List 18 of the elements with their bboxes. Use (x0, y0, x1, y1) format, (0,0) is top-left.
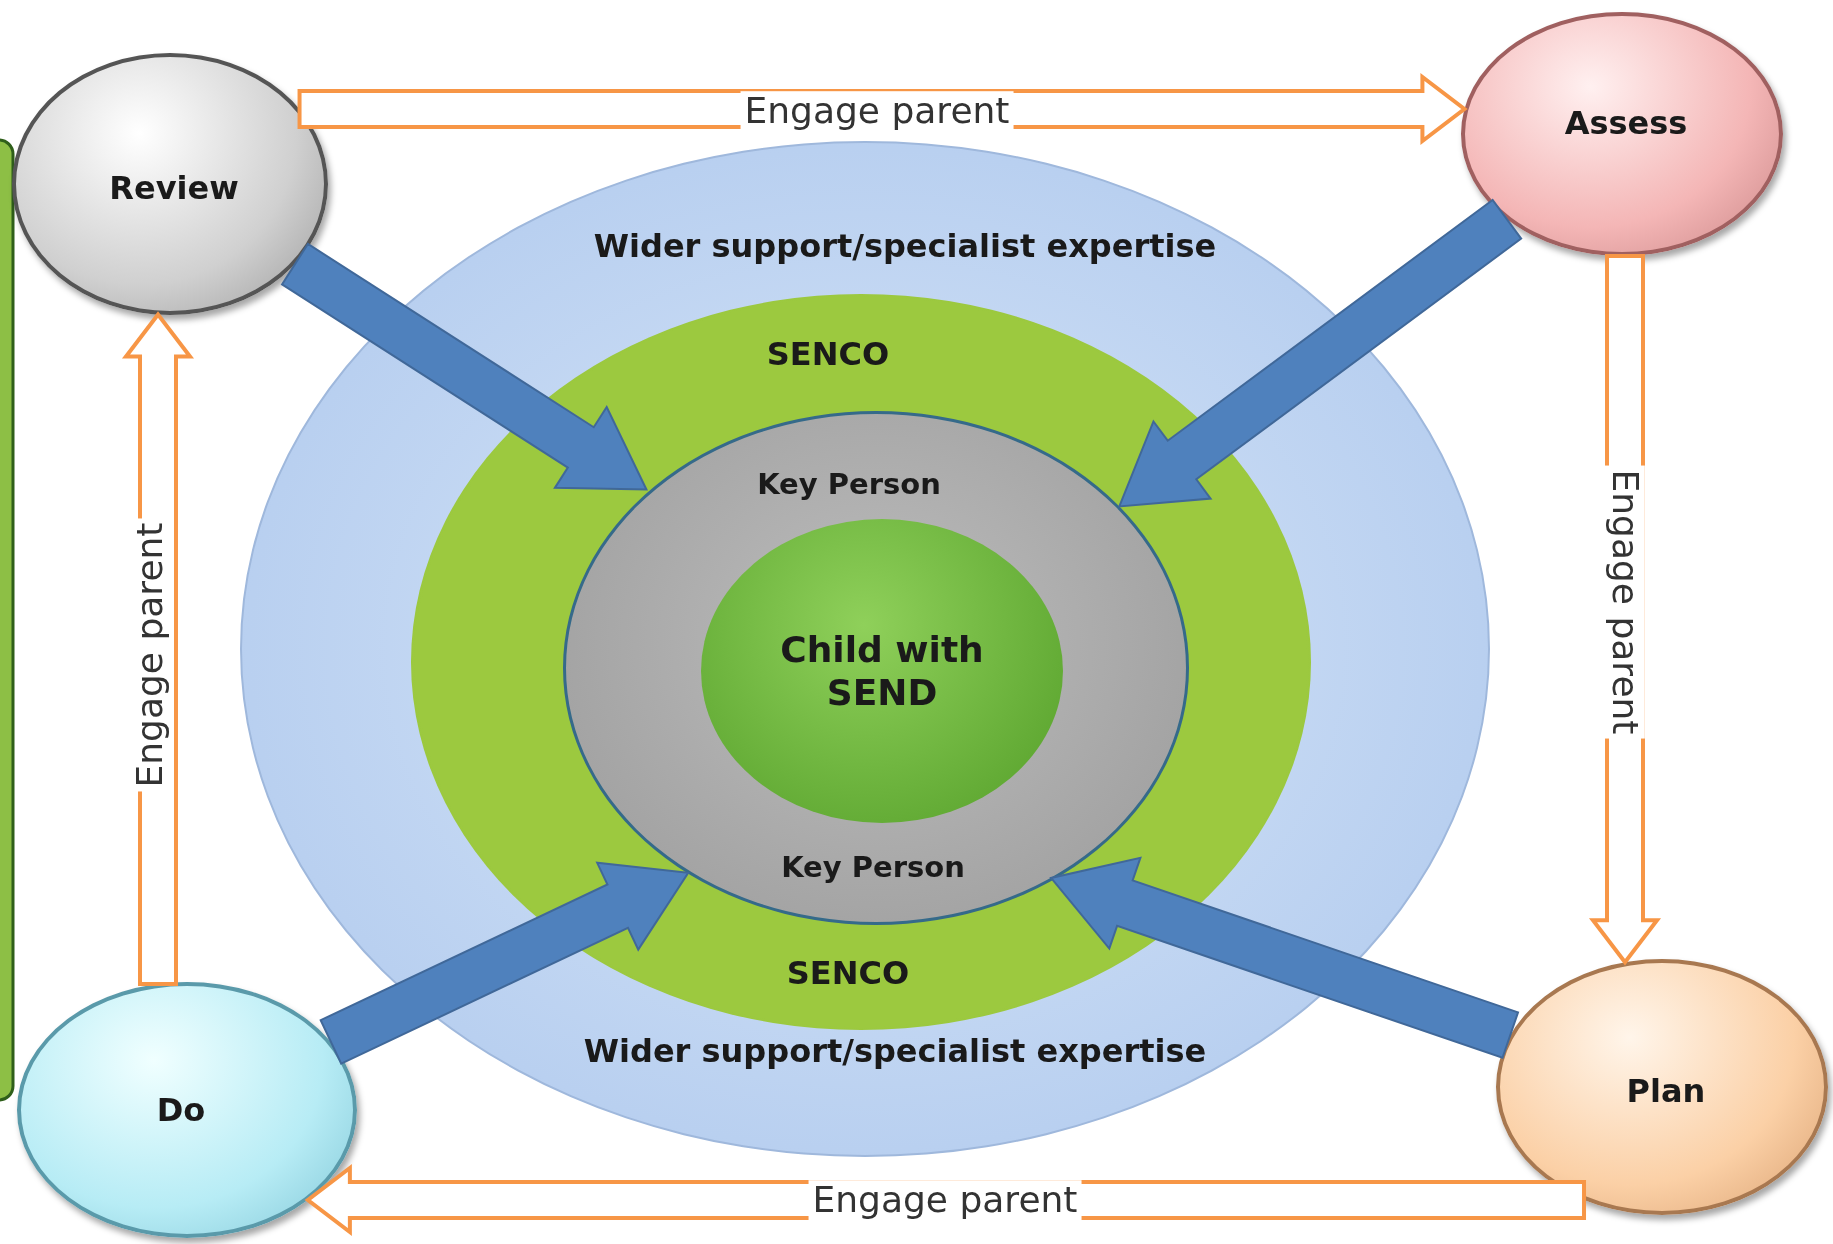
ring-label: Wider support/specialist expertise (593, 226, 1217, 266)
ring-label: Plan (1626, 1071, 1706, 1111)
block-arrow (1117, 198, 1523, 508)
block-arrow (280, 242, 649, 491)
ring-label: SENCO (766, 334, 890, 374)
edge-label: Engage parent (808, 1180, 1082, 1220)
ring-label: Key Person (757, 466, 941, 502)
edge-label: Engage parent (1605, 465, 1645, 739)
ring-label: Do (156, 1090, 206, 1130)
ring-label: Key Person (781, 849, 965, 885)
ring-label: Assess (1564, 103, 1688, 143)
center-label: Child with SEND (779, 627, 985, 715)
edge-label: Engage parent (740, 91, 1014, 131)
ring-label: SENCO (786, 953, 910, 993)
ring-label: Review (109, 168, 239, 208)
ring-label: Wider support/specialist expertise (583, 1031, 1207, 1071)
block-arrow (319, 861, 690, 1065)
block-arrow (1049, 856, 1520, 1060)
